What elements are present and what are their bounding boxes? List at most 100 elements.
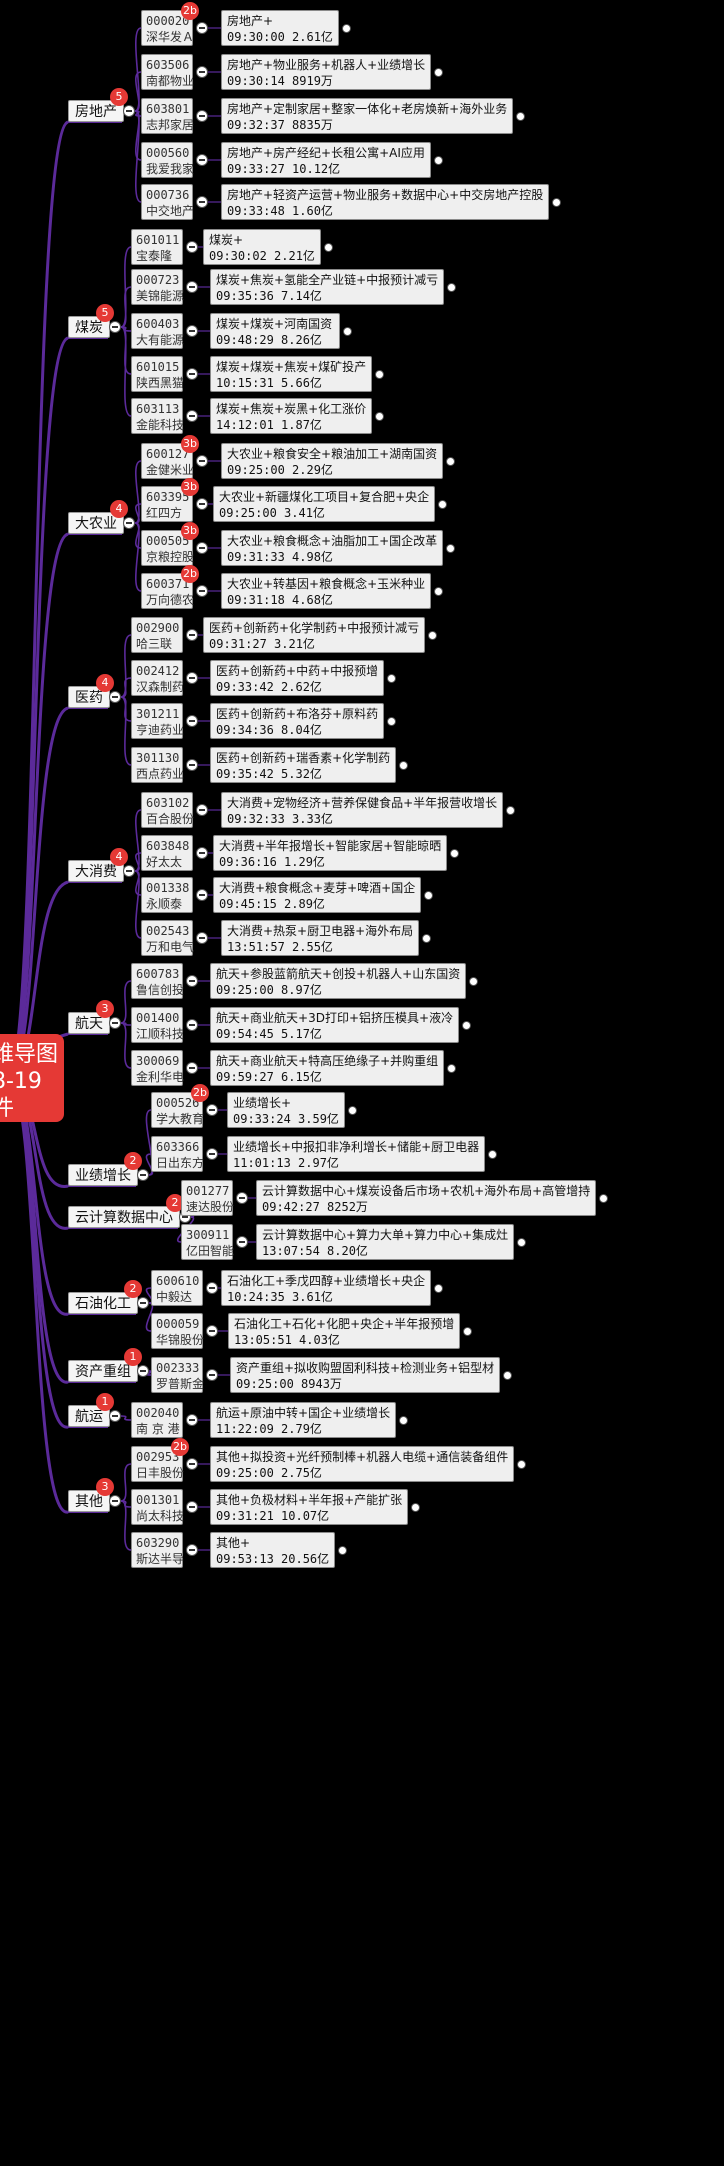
stock-collapse-toggle-1-3[interactable] bbox=[186, 368, 198, 380]
stock-collapse-toggle-4-2[interactable] bbox=[196, 889, 208, 901]
stock-collapse-toggle-1-4[interactable] bbox=[186, 410, 198, 422]
stock-collapse-toggle-0-1[interactable] bbox=[196, 66, 208, 78]
stock-collapse-toggle-3-1[interactable] bbox=[186, 672, 198, 684]
stock-collapse-toggle-0-2[interactable] bbox=[196, 110, 208, 122]
category-node-9[interactable]: 资产重组 bbox=[68, 1360, 138, 1382]
stock-collapse-toggle-5-2[interactable] bbox=[186, 1062, 198, 1074]
stock-collapse-toggle-3-0[interactable] bbox=[186, 629, 198, 641]
stock-collapse-toggle-3-2[interactable] bbox=[186, 715, 198, 727]
stock-collapse-toggle-7-1[interactable] bbox=[236, 1236, 248, 1248]
collapse-toggle-6[interactable] bbox=[137, 1169, 149, 1181]
stock-collapse-toggle-1-0[interactable] bbox=[186, 241, 198, 253]
stock-info-node-11-2[interactable]: 其他+09:53:13 20.56亿 bbox=[210, 1532, 336, 1568]
stock-collapse-toggle-2-2[interactable] bbox=[196, 542, 208, 554]
stock-info-node-1-0[interactable]: 煤炭+09:30:02 2.21亿 bbox=[203, 229, 321, 265]
category-node-3[interactable]: 医药 bbox=[68, 686, 110, 708]
category-node-2[interactable]: 大农业 bbox=[68, 512, 124, 534]
collapse-toggle-0[interactable] bbox=[123, 105, 135, 117]
stock-collapse-toggle-11-1[interactable] bbox=[186, 1501, 198, 1513]
stock-collapse-toggle-0-4[interactable] bbox=[196, 196, 208, 208]
collapse-toggle-11[interactable] bbox=[109, 1495, 121, 1507]
stock-collapse-toggle-11-0[interactable] bbox=[186, 1458, 198, 1470]
root-node[interactable]: 维导图 8-19 件 bbox=[0, 1034, 64, 1122]
collapse-toggle-8[interactable] bbox=[137, 1297, 149, 1309]
stock-collapse-toggle-7-0[interactable] bbox=[236, 1192, 248, 1204]
stock-collapse-toggle-11-2[interactable] bbox=[186, 1544, 198, 1556]
category-node-1[interactable]: 煤炭 bbox=[68, 316, 110, 338]
stock-collapse-toggle-4-3[interactable] bbox=[196, 932, 208, 944]
stock-collapse-toggle-6-1[interactable] bbox=[206, 1148, 218, 1160]
stock-collapse-toggle-9-0[interactable] bbox=[206, 1369, 218, 1381]
stock-collapse-toggle-2-1[interactable] bbox=[196, 498, 208, 510]
stock-collapse-toggle-5-0[interactable] bbox=[186, 975, 198, 987]
stock-collapse-toggle-4-0[interactable] bbox=[196, 804, 208, 816]
stock-collapse-toggle-3-3[interactable] bbox=[186, 759, 198, 771]
category-node-4[interactable]: 大消费 bbox=[68, 860, 124, 882]
stock-collapse-toggle-8-1[interactable] bbox=[206, 1325, 218, 1337]
stock-collapse-toggle-4-1[interactable] bbox=[196, 847, 208, 859]
stock-info-node-6-0[interactable]: 业绩增长+09:33:24 3.59亿 bbox=[227, 1092, 345, 1128]
stock-collapse-toggle-0-0[interactable] bbox=[196, 22, 208, 34]
collapse-toggle-5[interactable] bbox=[109, 1017, 121, 1029]
collapse-toggle-10[interactable] bbox=[109, 1410, 121, 1422]
stock-collapse-toggle-2-3[interactable] bbox=[196, 585, 208, 597]
stock-collapse-toggle-0-3[interactable] bbox=[196, 154, 208, 166]
collapse-toggle-2[interactable] bbox=[123, 517, 135, 529]
category-node-7[interactable]: 云计算数据中心 bbox=[68, 1206, 180, 1228]
